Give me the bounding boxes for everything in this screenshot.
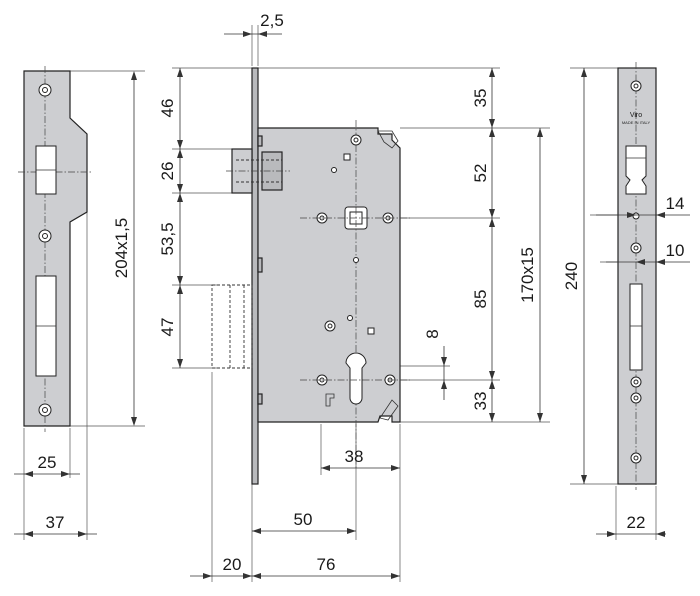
- dim-strike-10: 10: [666, 241, 685, 260]
- dim-backset-50: 50: [294, 510, 313, 529]
- dim-height-170x15: 170x15: [518, 247, 537, 303]
- lock-case: [257, 127, 401, 423]
- dim-width-38: 38: [345, 447, 364, 466]
- deadbolt-dashed: [211, 284, 253, 369]
- dim-strike-240: 240: [562, 262, 581, 290]
- dim-offset-20: 20: [223, 555, 242, 574]
- strike-plate-view: Viro MADE IN ITALY 240 14 10: [562, 62, 690, 540]
- dim-top-46: 46: [158, 99, 177, 118]
- faceplate-view: 204x1,5 25 37: [14, 66, 145, 540]
- dim-spacing-33: 33: [471, 392, 490, 411]
- dim-spacing-85: 85: [471, 290, 490, 309]
- dim-latch-26: 26: [158, 162, 177, 181]
- forend-plate: [251, 67, 259, 485]
- strike-origin: MADE IN ITALY: [622, 120, 651, 125]
- bolt-keeper: [629, 283, 643, 371]
- dim-faceplate-width-25: 25: [38, 453, 57, 472]
- dim-top-35: 35: [471, 89, 490, 108]
- dim-case-76: 76: [317, 555, 336, 574]
- dim-cylinder-8: 8: [423, 329, 442, 338]
- cylinder-hole: [345, 352, 367, 405]
- dim-strike-14: 14: [666, 194, 685, 213]
- strike-brand: Viro: [630, 112, 642, 119]
- latch-keeper: [625, 145, 647, 195]
- dim-thickness: 2,5: [260, 11, 284, 30]
- strike-plate: [617, 67, 657, 485]
- dim-faceplate-width-37: 37: [46, 513, 65, 532]
- dim-faceplate-length: 204x1,5: [112, 218, 131, 279]
- dim-gap-53-5: 53,5: [158, 222, 177, 255]
- dim-strike-width-22: 22: [627, 513, 646, 532]
- lock-body-view: 2,5 46 26 53,5 47 35 52 85 33 170x15: [158, 11, 550, 582]
- dim-spacing-52: 52: [471, 164, 490, 183]
- dim-bolt-47: 47: [158, 318, 177, 337]
